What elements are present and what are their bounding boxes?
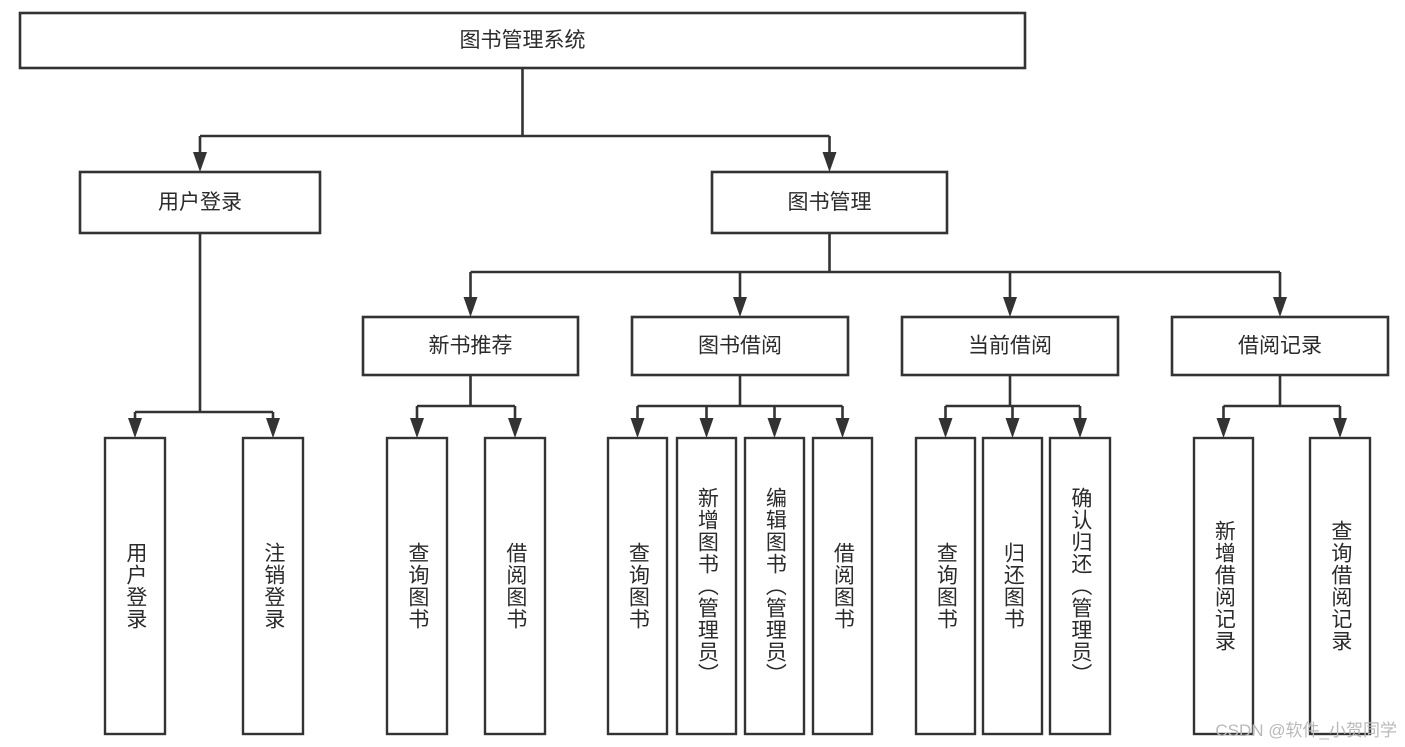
box-layer [18,11,1390,736]
node-box-leaf-user-logout[interactable] [241,436,305,736]
arrow-icon-leaf-add-borrow-record [1216,418,1231,438]
node-label-user-login: 用户登录 [158,191,242,214]
arrow-icon-leaf-return-book [1005,418,1020,438]
arrow-icon-leaf-query-book-current [938,418,953,438]
node-box-leaf-query-borrow-record[interactable] [1308,436,1372,736]
node-box-leaf-return-book[interactable] [981,436,1044,736]
arrow-icon-leaf-query-book-borrow [630,418,645,438]
node-box-new-book-recommend[interactable] [361,315,580,377]
arrow-icon-book-borrow [733,297,747,317]
node-box-leaf-query-book-current[interactable] [914,436,977,736]
node-label-borrow-record: 借阅记录 [1238,335,1322,358]
arrow-icon-leaf-borrow-book-new [508,418,522,438]
node-label-undefined: 图书管理系统 [460,29,586,52]
arrow-icon-leaf-borrow-book [835,418,850,438]
node-label-current-borrow: 当前借阅 [968,335,1052,358]
node-box-leaf-query-book-new[interactable] [385,436,449,736]
node-box-leaf-borrow-book[interactable] [811,436,874,736]
arrow-icon-leaf-add-book [699,418,714,438]
node-box-borrow-record[interactable] [1170,315,1390,377]
node-box-leaf-add-book[interactable] [675,436,738,736]
node-box-leaf-query-book-borrow[interactable] [606,436,669,736]
arrow-icon-leaf-user-login [128,418,142,438]
arrow-icon-leaf-confirm-return [1073,418,1087,438]
node-box-user-login[interactable] [78,170,322,235]
arrow-icon-current-borrow [1003,297,1017,317]
node-box-current-borrow[interactable] [900,315,1120,377]
node-box-leaf-borrow-book-new[interactable] [483,436,547,736]
node-box-book-management[interactable] [710,170,949,235]
arrow-icon-leaf-query-borrow-record [1333,418,1347,438]
connector-layer [128,68,1347,438]
arrow-icon-book-management [822,152,837,172]
node-box-book-borrow[interactable] [630,315,850,377]
node-box-leaf-confirm-return[interactable] [1048,436,1112,736]
csdn-watermark: CSDN @软件_小贺同学 [1215,721,1397,740]
arrow-icon-leaf-user-logout [266,418,280,438]
node-box-leaf-add-borrow-record[interactable] [1192,436,1255,736]
node-box-leaf-edit-book[interactable] [743,436,806,736]
arrow-icon-leaf-query-book-new [410,418,424,438]
node-label-book-management: 图书管理 [788,191,872,214]
node-box-undefined[interactable] [18,11,1027,70]
arrow-icon-borrow-record [1273,297,1287,317]
arrow-icon-user-login [193,152,207,172]
node-label-new-book-recommend: 新书推荐 [429,335,513,358]
arrow-icon-leaf-edit-book [767,418,782,438]
node-label-book-borrow: 图书借阅 [698,335,782,358]
node-box-leaf-user-login[interactable] [103,436,167,736]
arrow-icon-new-book-recommend [463,297,478,317]
